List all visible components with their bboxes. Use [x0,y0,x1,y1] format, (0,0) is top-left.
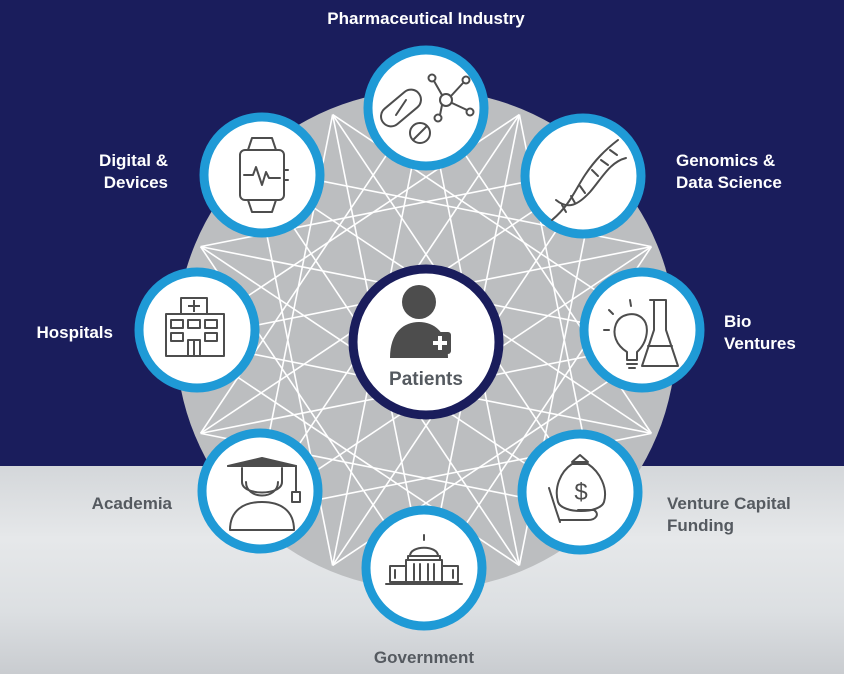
node-government[interactable] [361,505,487,631]
money-bag-hand-icon: $ [548,454,606,523]
lightbulb-flask-icon [603,299,679,369]
pills-molecule-icon [380,73,475,144]
smartwatch-icon [239,137,289,213]
svg-text:$: $ [574,479,587,506]
node-pharmaceutical[interactable] [363,45,489,171]
node-bio-ventures[interactable] [579,267,705,393]
label-pharmaceutical-industry: Pharmaceutical Industry [327,9,525,28]
label-venture-capital: Venture Capital Funding [667,494,791,535]
node-hospitals[interactable] [134,267,260,393]
node-venture-capital[interactable]: $ [517,429,643,555]
node-academia[interactable] [197,428,323,554]
label-digital-devices: Digital & Devices [99,151,168,192]
hospital-icon [165,297,225,357]
dna-icon [551,139,627,221]
label-government: Government [373,648,475,667]
capitol-building-icon [385,534,463,585]
label-bio-ventures: Bio Ventures [724,312,796,353]
label-genomics: Genomics & Data Science [676,151,782,192]
node-digital-devices[interactable] [199,112,325,238]
label-academia: Academia [91,494,172,513]
patient-plus-icon [390,285,451,358]
label-hospitals: Hospitals [36,323,113,342]
center-label: Patients [389,369,463,390]
center-node[interactable]: Patients [348,264,504,420]
node-genomics[interactable] [520,113,646,239]
graduate-icon [227,457,301,531]
